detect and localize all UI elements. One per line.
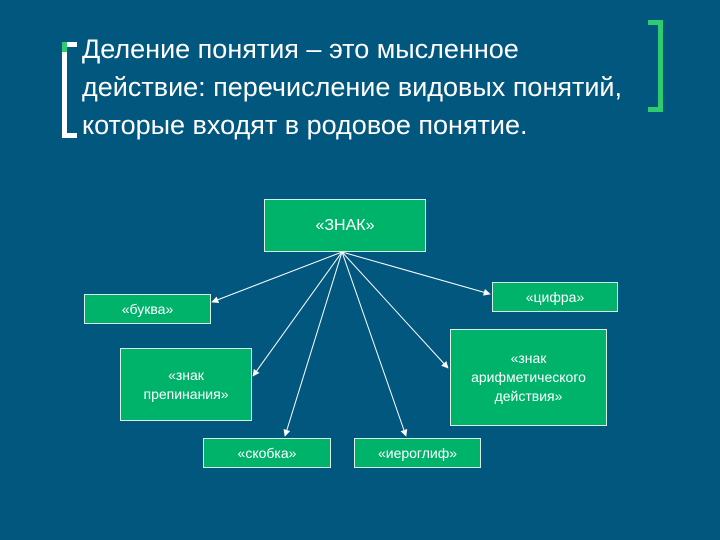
slide-title: Деление понятия – это мысленное действие… (82, 34, 623, 140)
diagram-node-skobka: «скобка» (203, 438, 331, 468)
left-bracket-accent (62, 42, 67, 52)
diagram-node-cifra: «цифра» (492, 282, 618, 312)
connector-ieroglif (341, 251, 408, 437)
connector-znak-arif (341, 251, 449, 369)
diagram-node-znak-arifmeticheskogo: «знак арифметического действия» (450, 329, 607, 426)
connector-znak-prep (252, 251, 343, 377)
connector-skobka (283, 251, 343, 437)
diagram-node-ieroglif: «иероглиф» (354, 438, 481, 468)
connector-bukva (211, 251, 343, 304)
right-bracket-decoration (648, 20, 663, 112)
connector-cifra (341, 251, 491, 296)
diagram-node-bukva: «буква» (84, 294, 211, 324)
diagram-root-node: «ЗНАК» (264, 199, 426, 252)
diagram-node-znak-prepinaniya: «знак препинания» (120, 348, 252, 421)
left-bracket-decoration (62, 42, 77, 138)
